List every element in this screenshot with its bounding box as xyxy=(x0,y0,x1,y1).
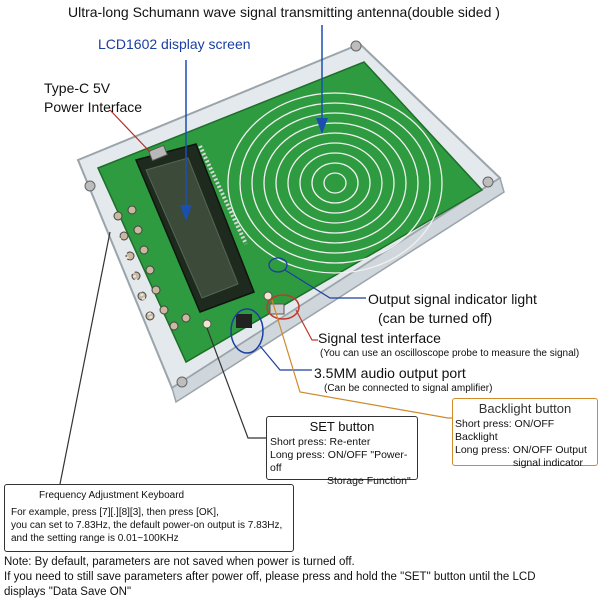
lcd-label: LCD1602 display screen xyxy=(98,36,251,52)
backlight-button-part xyxy=(263,291,273,301)
lcd-arrow xyxy=(180,60,192,221)
keyboard-line1: For example, press [7][.][8][3], then pr… xyxy=(11,507,219,518)
set-leader xyxy=(206,327,266,439)
typec-label-line2: Power Interface xyxy=(44,99,143,115)
signal-test-leader xyxy=(295,309,318,341)
case-screw xyxy=(176,376,188,388)
typec-port xyxy=(148,144,168,162)
keyboard-title: Frequency Adjustment Keyboard xyxy=(39,490,185,501)
set-button-line1: Short press: Re-enter xyxy=(270,436,371,448)
case-screw xyxy=(482,176,494,188)
backlight-button-line2: Long press: ON/OFF Output xyxy=(455,444,587,456)
case-screw xyxy=(350,40,362,52)
note-line2: If you need to still save parameters aft… xyxy=(4,571,536,583)
keyboard-leader xyxy=(59,231,111,485)
keyboard-line3: and the setting range is 0.01~100KHz xyxy=(11,533,179,544)
typec-label-line1: Type-C 5V xyxy=(44,80,111,96)
keyboard-line2: you can set to 7.83Hz, the default power… xyxy=(11,520,283,531)
keyboard-callout: Frequency Adjustment Keyboard For exampl… xyxy=(4,484,294,552)
set-button-callout: SET button Short press: Re-enter Long pr… xyxy=(266,416,418,487)
set-button-part xyxy=(202,319,212,329)
set-button-title: SET button xyxy=(309,419,375,434)
audio-label: 3.5MM audio output port xyxy=(314,365,466,381)
signal-test-highlight xyxy=(266,294,300,320)
case-screw xyxy=(84,180,96,192)
lcd-screen xyxy=(145,157,239,299)
signal-test-sublabel: (You can use an oscilloscope probe to me… xyxy=(320,348,580,359)
backlight-button-callout: Backlight button Short press: ON/OFF Bac… xyxy=(452,398,598,469)
note-line3: displays "Data Save ON" xyxy=(4,586,132,598)
backlight-button-line3: signal indicator xyxy=(513,457,584,469)
signal-test-part xyxy=(269,303,285,315)
note-line1: Note: By default, parameters are not sav… xyxy=(4,556,355,568)
typec-leader xyxy=(109,109,151,153)
keypad-header xyxy=(98,189,166,351)
signal-test-label: Signal test interface xyxy=(318,330,441,346)
set-button-line3: Storage Function" xyxy=(327,475,411,487)
audio-jack-part xyxy=(236,314,252,328)
audio-highlight xyxy=(230,308,264,354)
audio-sublabel: (Can be connected to signal amplifier) xyxy=(324,383,493,394)
antenna-coil xyxy=(227,92,443,274)
indicator-highlight xyxy=(268,257,288,273)
antenna-arrow xyxy=(316,25,328,134)
backlight-button-line1: Short press: ON/OFF Backlight xyxy=(455,418,555,443)
audio-leader xyxy=(259,345,312,371)
indicator-label-line1: Output signal indicator light xyxy=(368,291,537,307)
indicator-label-line2: (can be turned off) xyxy=(378,310,493,326)
set-button-line2: Long press: ON/OFF "Power-off xyxy=(270,449,408,474)
antenna-label: Ultra-long Schumann wave signal transmit… xyxy=(68,4,500,20)
backlight-button-title: Backlight button xyxy=(478,401,572,416)
indicator-leader xyxy=(284,269,366,299)
